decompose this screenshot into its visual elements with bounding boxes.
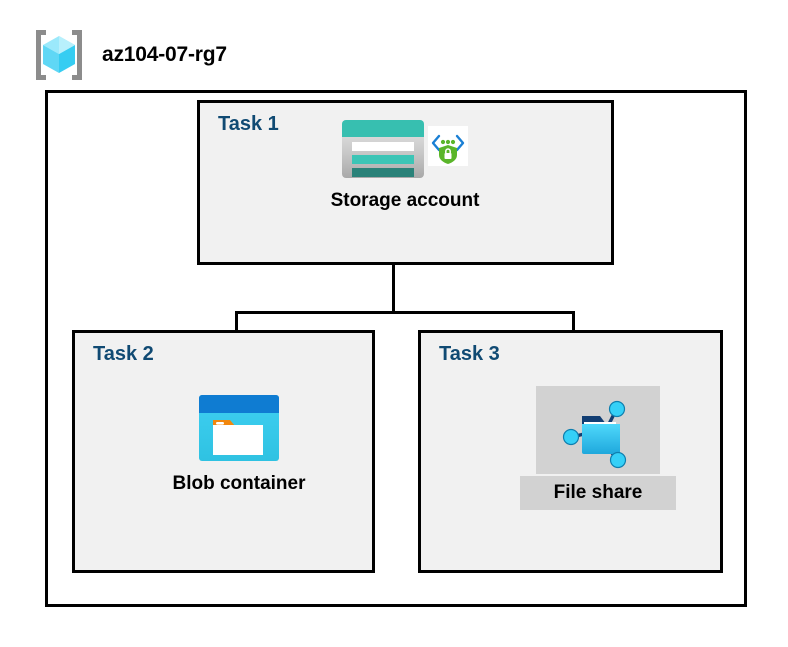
storage-account-caption: Storage account (330, 190, 480, 211)
connector-storage-to-bus (392, 237, 395, 313)
resource-group-header: az104-07-rg7 (30, 26, 227, 84)
connector-branch-bus (235, 311, 575, 314)
task-2-label: Task 2 (93, 343, 154, 365)
node-file-share[interactable]: File share (508, 386, 688, 510)
blob-container-caption: Blob container (172, 473, 306, 494)
resource-group-title: az104-07-rg7 (102, 43, 227, 66)
task-1-label: Task 1 (218, 113, 279, 135)
node-storage-account[interactable]: Storage account (295, 118, 515, 214)
storage-account-icon-group (340, 118, 470, 180)
file-share-caption: File share (519, 476, 677, 510)
blob-container-icon (197, 393, 281, 463)
resource-group-icon (30, 26, 88, 84)
node-blob-container[interactable]: Blob container (150, 393, 328, 497)
file-share-icon (536, 386, 660, 474)
task-3-label: Task 3 (439, 343, 500, 365)
